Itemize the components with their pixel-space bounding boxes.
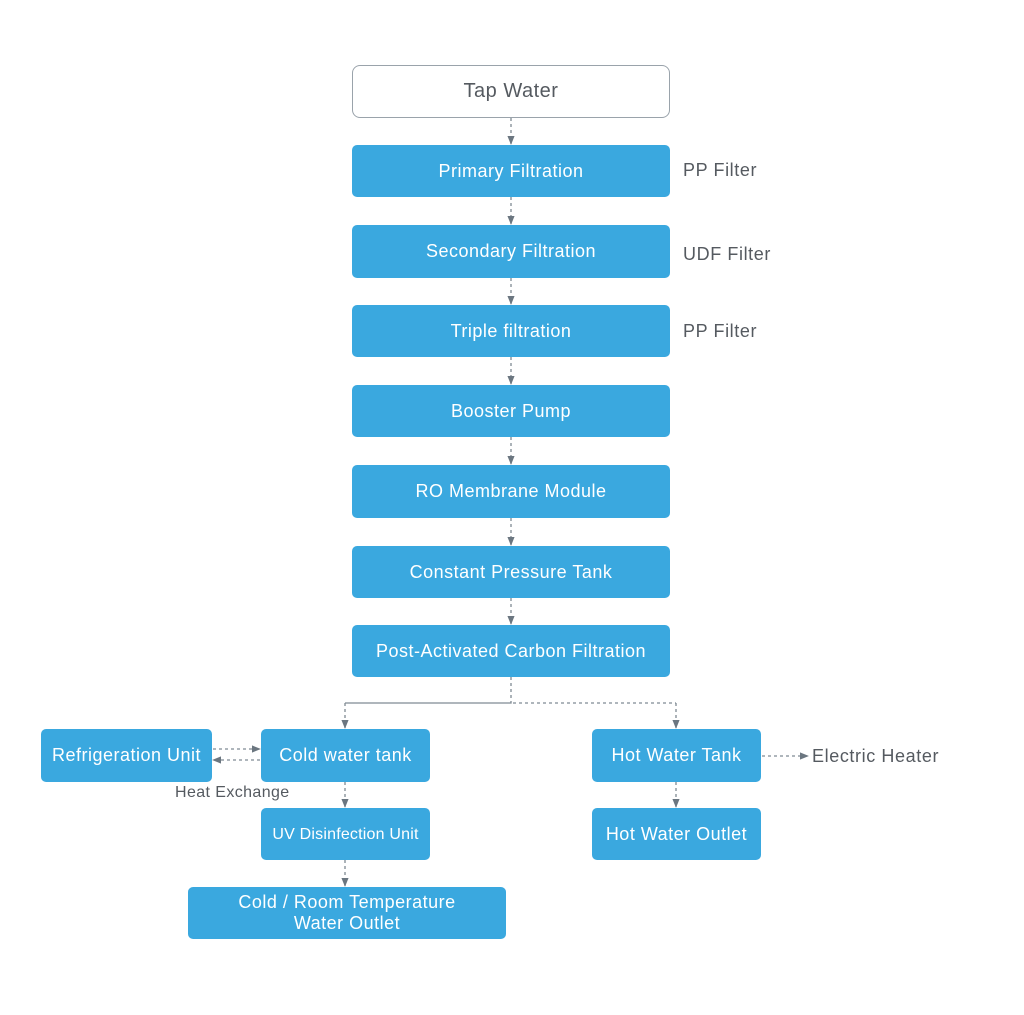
hot-water-tank-label: Hot Water Tank — [611, 745, 742, 765]
tap-water-label: Tap Water — [463, 80, 559, 102]
hot-water-outlet-label: Hot Water Outlet — [605, 823, 748, 844]
constant-pressure-tank-label: Constant Pressure Tank — [409, 561, 613, 582]
booster-pump-label: Booster Pump — [450, 400, 572, 421]
primary-filtration-label: Primary Filtration — [438, 160, 584, 181]
hot-water-tank-node: Hot Water Tank — [592, 729, 761, 782]
cold-water-tank-node: Cold water tank — [261, 729, 430, 782]
secondary-filter-note: UDF Filter — [683, 244, 771, 264]
secondary-filtration-label: Secondary Filtration — [425, 241, 597, 261]
secondary-filtration-node: Secondary Filtration — [352, 225, 670, 278]
post-carbon-filtration-label: Post-Activated Carbon Filtration — [375, 640, 647, 661]
refrigeration-unit-node: Refrigeration Unit — [41, 729, 212, 782]
cold-outlet-label-line1: Cold / Room Temperature — [238, 892, 456, 912]
tap-water-node: Tap Water — [352, 65, 670, 118]
arrow-carbon-branch-line — [345, 677, 676, 704]
ro-membrane-node: RO Membrane Module — [352, 465, 670, 518]
uv-disinfection-label: UV Disinfection Unit — [272, 825, 419, 843]
cold-room-temp-outlet-node: Cold / Room Temperature Water Outlet — [188, 887, 506, 939]
electric-heater-note: Electric Heater — [812, 746, 940, 766]
primary-filtration-node: Primary Filtration — [352, 145, 670, 197]
triple-filtration-label: Triple filtration — [450, 320, 572, 341]
cold-outlet-label-line2: Water Outlet — [293, 913, 401, 933]
uv-disinfection-node: UV Disinfection Unit — [261, 808, 430, 860]
booster-pump-node: Booster Pump — [352, 385, 670, 437]
ro-membrane-label: RO Membrane Module — [415, 481, 607, 501]
cold-water-tank-label: Cold water tank — [279, 745, 412, 765]
hot-water-outlet-node: Hot Water Outlet — [592, 808, 761, 860]
triple-filter-note: PP Filter — [683, 321, 758, 341]
primary-filter-note: PP Filter — [683, 160, 758, 180]
heat-exchange-note: Heat Exchange — [175, 784, 290, 801]
triple-filtration-node: Triple filtration — [352, 305, 670, 357]
refrigeration-unit-label: Refrigeration Unit — [51, 745, 202, 765]
constant-pressure-tank-node: Constant Pressure Tank — [352, 546, 670, 598]
post-carbon-filtration-node: Post-Activated Carbon Filtration — [352, 625, 670, 677]
